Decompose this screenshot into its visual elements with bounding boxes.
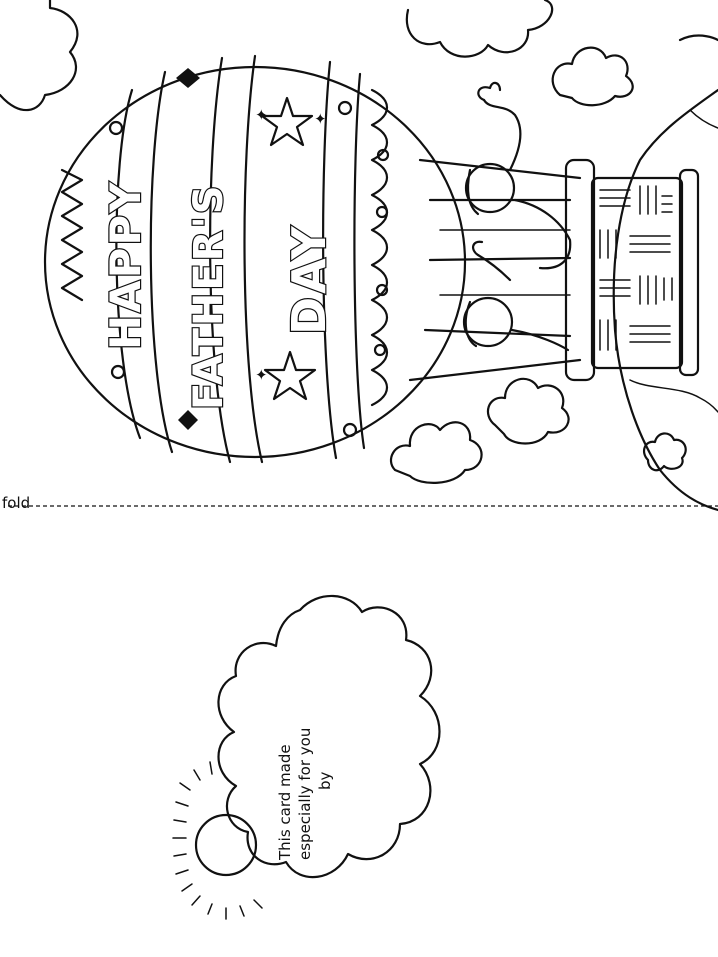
person-2-hand bbox=[472, 240, 484, 257]
message-line-1: This card made bbox=[276, 744, 294, 861]
rope-4 bbox=[423, 328, 572, 338]
person-2-hair bbox=[464, 300, 478, 348]
cloud-right-of-balloon bbox=[389, 421, 483, 484]
message-line-3: by bbox=[316, 771, 334, 790]
sun-rays bbox=[172, 761, 263, 920]
dot-7 bbox=[375, 283, 389, 297]
hill-line bbox=[629, 379, 718, 413]
zigzag-pattern bbox=[60, 168, 84, 302]
balloon-band-6 bbox=[353, 72, 366, 450]
inside-message-panel: This card made especially for you by bbox=[172, 594, 441, 920]
diamond-bottom bbox=[178, 410, 198, 430]
cloud-small-right bbox=[642, 432, 687, 472]
sparkle-2: ✦ bbox=[314, 110, 327, 128]
rope-1 bbox=[418, 158, 582, 180]
dot-5 bbox=[376, 148, 390, 162]
cloud-mid bbox=[486, 377, 570, 445]
person-2-head bbox=[462, 296, 514, 348]
person-1-head bbox=[464, 162, 516, 214]
balloon-band-4 bbox=[243, 54, 264, 464]
fold-label: fold bbox=[2, 494, 30, 512]
diamond-top bbox=[176, 68, 200, 88]
sparkle-3: ✦ bbox=[255, 366, 268, 384]
cloud-top-left bbox=[0, 0, 79, 112]
greeting-fathers: FATHER'S bbox=[186, 183, 232, 410]
balloon-envelope bbox=[43, 65, 467, 459]
person-2-body bbox=[510, 328, 570, 352]
balloon-band-1 bbox=[115, 88, 142, 440]
dot-8 bbox=[373, 343, 387, 357]
cloud-top-mid bbox=[405, 0, 554, 58]
star-top bbox=[260, 96, 314, 147]
hill-right bbox=[612, 88, 718, 512]
wavy-pattern bbox=[370, 88, 389, 407]
dot-2 bbox=[110, 364, 126, 380]
rope-5 bbox=[408, 358, 582, 382]
dot-1 bbox=[108, 120, 124, 136]
dot-3 bbox=[337, 100, 353, 116]
person-1-body bbox=[513, 198, 572, 270]
person-1-arm bbox=[482, 98, 522, 172]
balloon-band-2 bbox=[149, 70, 174, 454]
basket-rim bbox=[564, 158, 596, 382]
balloon-scene: ✦ ✦ ✦ HAPPY FATHER'S DAY bbox=[0, 0, 718, 512]
balloon-band-3 bbox=[209, 56, 232, 464]
person-1-hand bbox=[477, 81, 502, 102]
sparkle-1: ✦ bbox=[255, 106, 268, 124]
message-cloud bbox=[217, 594, 441, 879]
greeting-day: DAY bbox=[282, 223, 336, 335]
basket-body bbox=[590, 176, 684, 370]
star-bottom bbox=[263, 350, 317, 401]
hill-line-2 bbox=[689, 109, 718, 129]
sun bbox=[194, 813, 258, 877]
balloon-band-5 bbox=[322, 60, 338, 460]
greeting-happy: HAPPY bbox=[101, 180, 150, 350]
rope-3 bbox=[428, 256, 572, 262]
dot-4 bbox=[342, 422, 358, 438]
basket-weave bbox=[599, 185, 673, 351]
basket-base bbox=[678, 168, 700, 377]
person-2-arm bbox=[476, 253, 512, 282]
cloud-near-basket bbox=[678, 34, 718, 42]
cloud-small-top bbox=[551, 46, 634, 107]
message-line-2: especially for you bbox=[296, 728, 314, 860]
person-1-hair bbox=[467, 168, 480, 216]
